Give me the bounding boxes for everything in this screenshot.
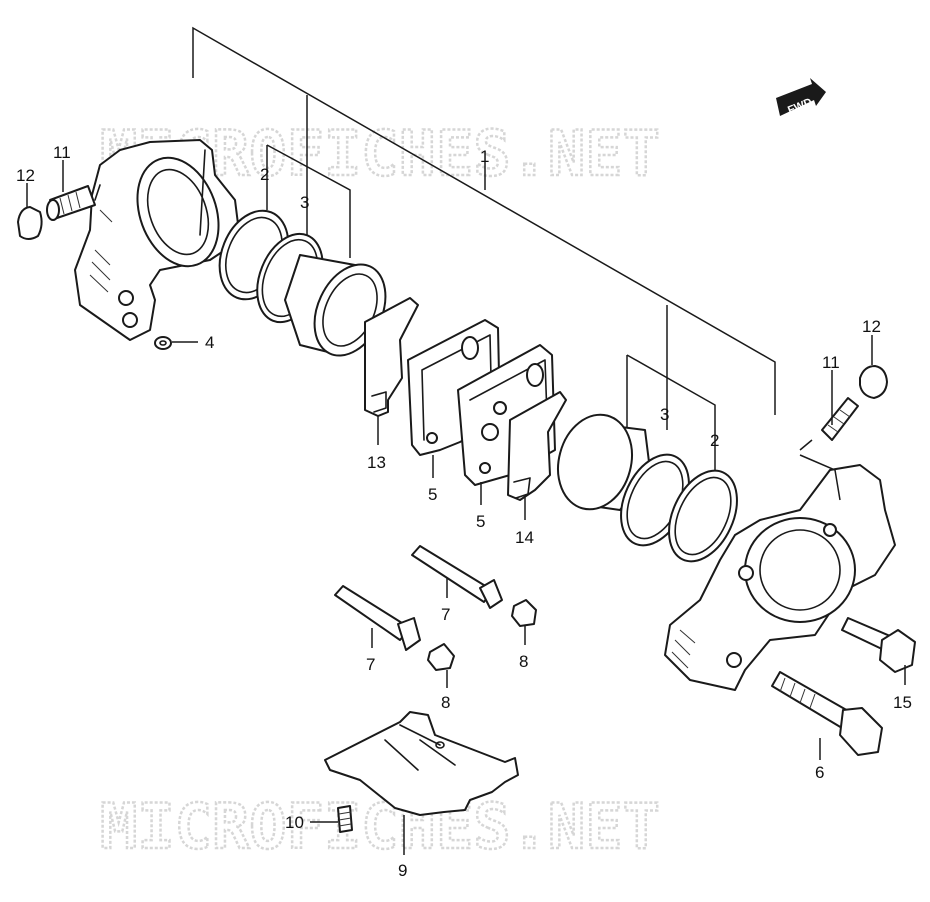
callout-12-right: 12 (862, 317, 881, 336)
callout-13: 13 (367, 453, 386, 472)
right-piston-seal (668, 469, 738, 563)
callout-15: 15 (893, 693, 912, 712)
left-bleeder-screw (46, 185, 96, 221)
callout-8-b: 8 (441, 693, 450, 712)
right-bleeder-cap (859, 365, 888, 399)
slide-pin-lower (334, 585, 421, 651)
washer (154, 336, 172, 350)
callout-7-a: 7 (441, 605, 450, 624)
callout-12-left: 12 (16, 166, 35, 185)
slide-pin-upper (411, 545, 503, 609)
caliper-guard-plate (324, 711, 519, 816)
callout-6: 6 (815, 763, 824, 782)
left-bleeder-cap (17, 206, 43, 240)
callout-11-right: 11 (822, 353, 840, 372)
callout-1: 1 (480, 147, 489, 166)
callout-14: 14 (515, 528, 534, 547)
pin-boot-upper (511, 599, 537, 627)
callout-9: 9 (398, 861, 407, 880)
pad-shim-left (364, 297, 419, 417)
right-caliper-body (664, 464, 896, 691)
callout-8-a: 8 (519, 652, 528, 671)
callout-5-a: 5 (428, 485, 437, 504)
guard-screw (337, 805, 353, 833)
callout-2-right: 2 (710, 431, 719, 450)
callout-5-b: 5 (476, 512, 485, 531)
right-bleeder-screw (821, 397, 859, 441)
callout-4: 4 (205, 333, 214, 352)
callout-10: 10 (285, 813, 304, 832)
assembly-bracket (192, 26, 776, 430)
forward-arrow-icon: FWD (776, 78, 826, 117)
bracket-2-3-left (266, 144, 351, 258)
mounting-bolt-upper (841, 617, 916, 673)
mounting-bolt-lower (771, 671, 883, 756)
callout-11-left: 11 (53, 143, 71, 162)
pin-boot-lower (427, 643, 455, 671)
watermark-bottom: MICROFICHES.NET (100, 790, 660, 863)
callout-3-left: 3 (300, 193, 309, 212)
callout-3-right: 3 (660, 405, 669, 424)
callout-7-b: 7 (366, 655, 375, 674)
callout-2-left: 2 (260, 165, 269, 184)
left-caliper-body (74, 139, 241, 341)
pad-shim-right (507, 391, 567, 501)
